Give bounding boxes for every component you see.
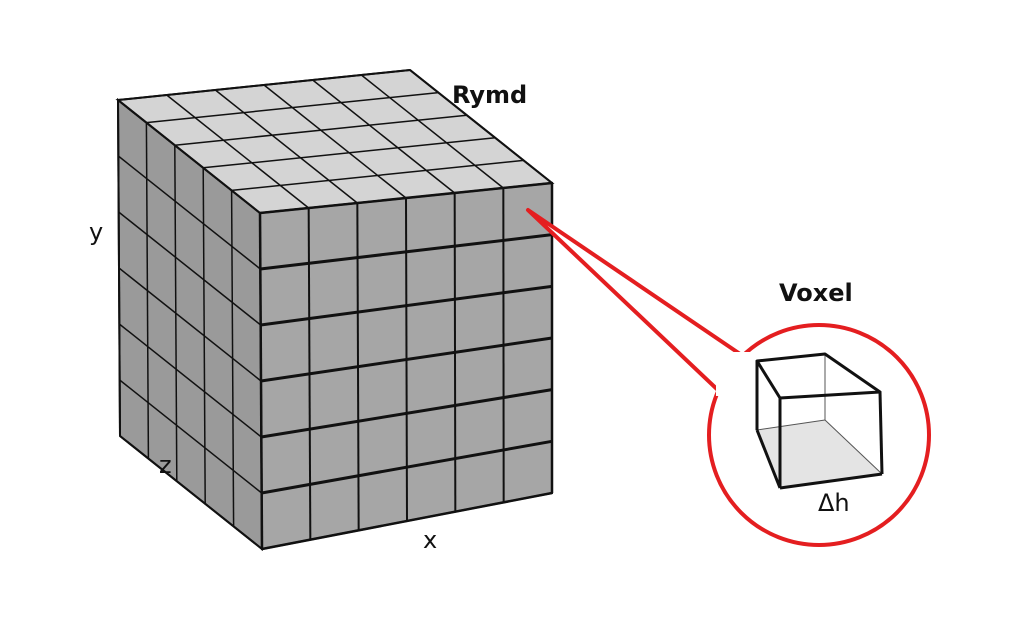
side-grid-line <box>202 167 206 504</box>
front-grid-line <box>261 388 553 439</box>
top-grid-line <box>174 114 467 146</box>
space-title: Rymd <box>452 81 527 109</box>
side-grid-line <box>118 323 262 438</box>
voxel-callout <box>526 208 931 547</box>
voxel-edge <box>878 391 884 475</box>
block-edge <box>259 181 553 215</box>
top-grid-line <box>166 94 310 209</box>
block-edge <box>117 69 411 101</box>
top-grid-line <box>214 89 358 204</box>
callout-pointer <box>526 208 745 394</box>
voxel-cube <box>755 352 884 490</box>
axis-y-label: y <box>89 218 103 246</box>
voxel-floor <box>757 420 882 488</box>
top-grid-line <box>360 74 504 189</box>
side-grid-line <box>174 145 178 482</box>
block-edge <box>261 491 553 551</box>
axis-x-label: x <box>423 526 437 554</box>
voxel-size-label: Δh <box>818 489 850 517</box>
voxel-edge <box>779 472 883 490</box>
side-grid-line <box>117 155 261 270</box>
top-grid-line <box>203 137 496 169</box>
front-grid-line <box>260 233 553 271</box>
block-edge <box>258 212 264 550</box>
block-edge <box>409 69 553 184</box>
block-edge <box>119 435 263 550</box>
front-grid-line <box>261 439 553 495</box>
voxel-hidden-edge <box>824 419 883 475</box>
voxel-title: Voxel <box>779 279 853 307</box>
top-grid-line <box>312 79 456 194</box>
voxel-hidden-edge <box>756 419 826 431</box>
top-grid-line <box>146 91 439 124</box>
front-grid-line <box>260 284 553 327</box>
space-grid-block <box>115 68 555 552</box>
side-grid-line <box>118 211 262 326</box>
side-grid-line <box>230 190 235 527</box>
block-edge <box>117 99 121 437</box>
side-grid-line <box>118 267 262 382</box>
side-grid-line <box>145 122 150 459</box>
top-grid-line <box>263 84 407 199</box>
voxel-edge <box>755 429 782 489</box>
top-grid-line <box>231 159 524 192</box>
front-grid-line <box>260 336 553 383</box>
block-grid-lines <box>117 69 554 551</box>
axis-z-label: z <box>159 451 172 479</box>
block-edge <box>117 99 261 214</box>
side-grid-line <box>119 379 263 494</box>
